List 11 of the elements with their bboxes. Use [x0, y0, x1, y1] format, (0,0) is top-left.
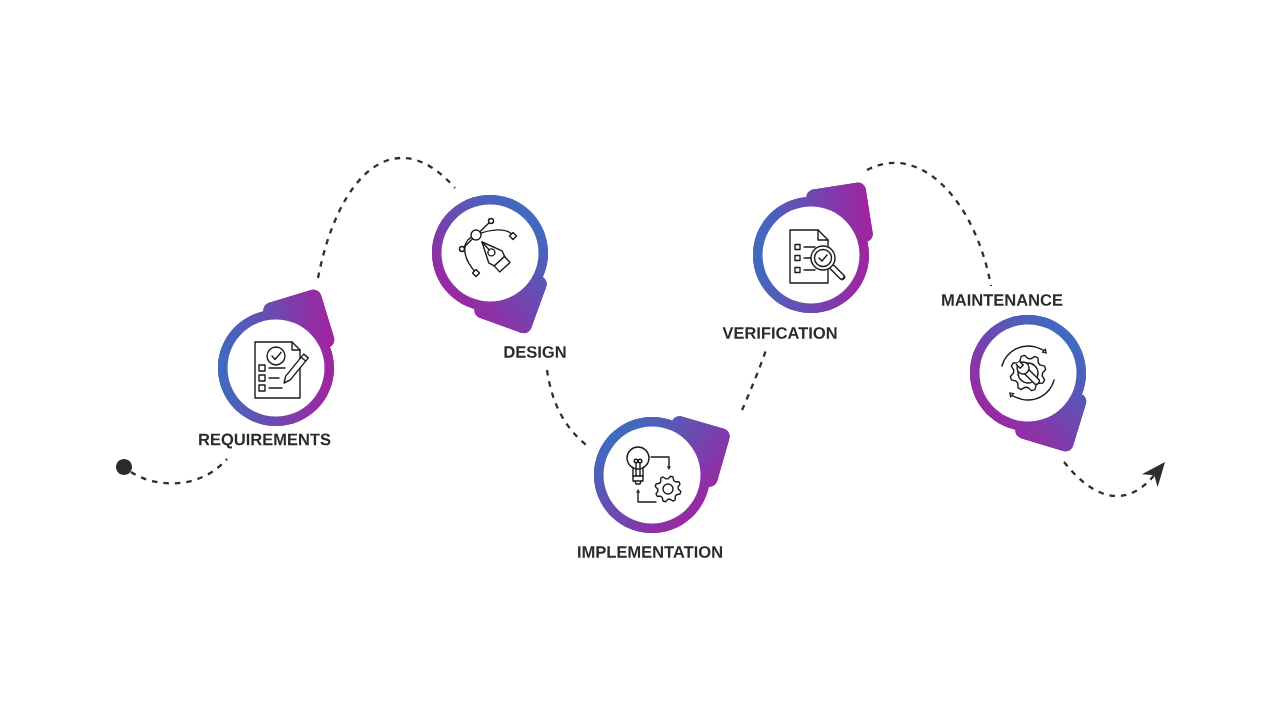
dashed-line: [130, 458, 228, 485]
step-label: VERIFICATION: [722, 327, 837, 339]
step-label: REQUIREMENTS: [199, 433, 331, 449]
dashed-arrow: [1063, 461, 1165, 497]
dashed-line: [740, 349, 768, 411]
dashed-line: [866, 161, 993, 287]
dot: [116, 459, 132, 475]
step-label: MAINTENANCE: [942, 294, 1063, 306]
dashed-line: [316, 157, 456, 279]
step-label: IMPLEMENTATION: [578, 546, 722, 558]
step-label: DESIGN: [504, 346, 566, 358]
